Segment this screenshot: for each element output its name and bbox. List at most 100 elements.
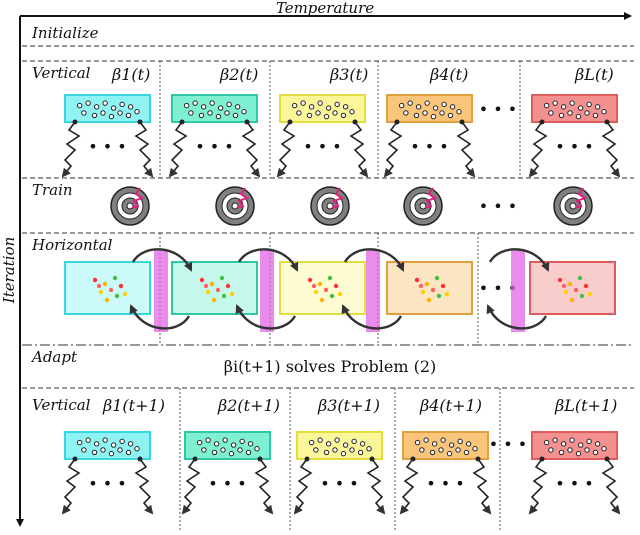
- particle: [224, 110, 230, 116]
- particle: [237, 447, 243, 453]
- sample-box: [184, 431, 271, 460]
- particle: [584, 447, 590, 453]
- exchange-particle: [313, 289, 319, 295]
- particle: [332, 110, 338, 116]
- particle: [594, 441, 601, 447]
- walker-path: [399, 458, 419, 515]
- particle: [422, 110, 428, 116]
- walker-path: [528, 121, 548, 178]
- target-center: [231, 202, 239, 210]
- particle: [431, 441, 438, 447]
- particle: [308, 104, 315, 110]
- particle: [342, 104, 349, 110]
- particle: [448, 442, 455, 448]
- walker-path: [349, 121, 369, 178]
- particle: [569, 100, 575, 106]
- particle: [220, 447, 226, 453]
- exchange-particle: [327, 275, 333, 281]
- swap-band: [511, 250, 525, 332]
- swap-arrow: [235, 304, 297, 330]
- exchange-box: [171, 261, 258, 315]
- particle: [441, 101, 447, 108]
- swap-arrow: [131, 248, 193, 272]
- particle: [349, 109, 355, 115]
- swap-band: [366, 250, 380, 332]
- particle: [134, 446, 140, 452]
- particle: [196, 439, 203, 446]
- particle: [200, 104, 207, 110]
- training-trajectory: [424, 187, 438, 209]
- section-label-train: Train: [32, 181, 73, 199]
- target-center: [419, 202, 427, 210]
- beta-label-3: β3(t): [329, 65, 368, 84]
- particle: [222, 437, 228, 443]
- section-label-horizontal: Horizontal: [31, 236, 113, 254]
- exchange-particle: [329, 293, 335, 299]
- exchange-particle: [108, 287, 114, 293]
- swap-arrow: [129, 304, 191, 330]
- particle: [183, 102, 190, 109]
- walker-path: [456, 121, 476, 178]
- beta-label-4: β4(t): [429, 65, 468, 84]
- walker-path: [181, 458, 201, 515]
- exchange-particle: [337, 291, 343, 297]
- exchange-particle: [98, 289, 104, 295]
- particle: [188, 110, 194, 116]
- particle: [419, 447, 425, 453]
- exchange-particle: [426, 297, 432, 303]
- particle: [300, 100, 306, 106]
- particle: [567, 110, 573, 116]
- particle: [543, 102, 550, 109]
- target-center: [326, 202, 334, 210]
- particle: [254, 446, 260, 452]
- beta-next-label-4: β4(t+1): [419, 396, 482, 415]
- particle: [594, 104, 601, 110]
- target-center: [569, 202, 577, 210]
- particle: [211, 449, 218, 456]
- swap-arrow: [486, 304, 548, 330]
- beta-label-2: β2(t): [219, 65, 258, 84]
- particle: [577, 105, 584, 111]
- section-label-initialize: Initialize: [31, 24, 99, 42]
- beta-next-label-2: β2(t+1): [217, 396, 280, 415]
- section-label-vertical-bottom: Vertical: [32, 396, 91, 414]
- particle: [552, 437, 558, 443]
- particle: [586, 438, 592, 445]
- particle: [76, 439, 83, 446]
- adapt-equation: βi(t+1) solves Problem (2): [224, 357, 437, 376]
- sample-box: [386, 94, 473, 123]
- beta-next-label-3: β3(t+1): [317, 396, 380, 415]
- particle: [127, 441, 134, 447]
- particle: [315, 110, 321, 116]
- swap-arrow: [237, 248, 299, 272]
- particle: [81, 110, 87, 116]
- sample-box: [171, 94, 258, 123]
- exchange-particle: [563, 289, 569, 295]
- particle: [439, 110, 445, 116]
- particle: [317, 437, 323, 443]
- particle: [108, 450, 115, 457]
- particle: [245, 449, 252, 456]
- particle: [201, 447, 207, 453]
- exchange-particle: [118, 283, 124, 289]
- walker-path: [366, 458, 386, 515]
- walker-ellipsis: • • •: [555, 474, 593, 493]
- vertical-bottom-row: • • •• • •• • •• • •• • •: [61, 431, 621, 515]
- exchange-particle: [96, 283, 102, 289]
- particle: [291, 102, 298, 109]
- particle: [323, 113, 330, 120]
- particle: [407, 100, 413, 106]
- walker-path: [134, 458, 154, 515]
- sample-box: [279, 94, 366, 123]
- walker-ellipsis: • • •: [426, 474, 464, 493]
- exchange-particle: [430, 287, 436, 293]
- particle: [110, 442, 117, 448]
- particle: [584, 110, 590, 116]
- particle: [317, 100, 323, 106]
- exchange-particle: [577, 275, 583, 281]
- beta-next-label-L: βL(t+1): [554, 396, 617, 415]
- walker-path: [528, 458, 548, 515]
- exchange-particle: [317, 281, 323, 287]
